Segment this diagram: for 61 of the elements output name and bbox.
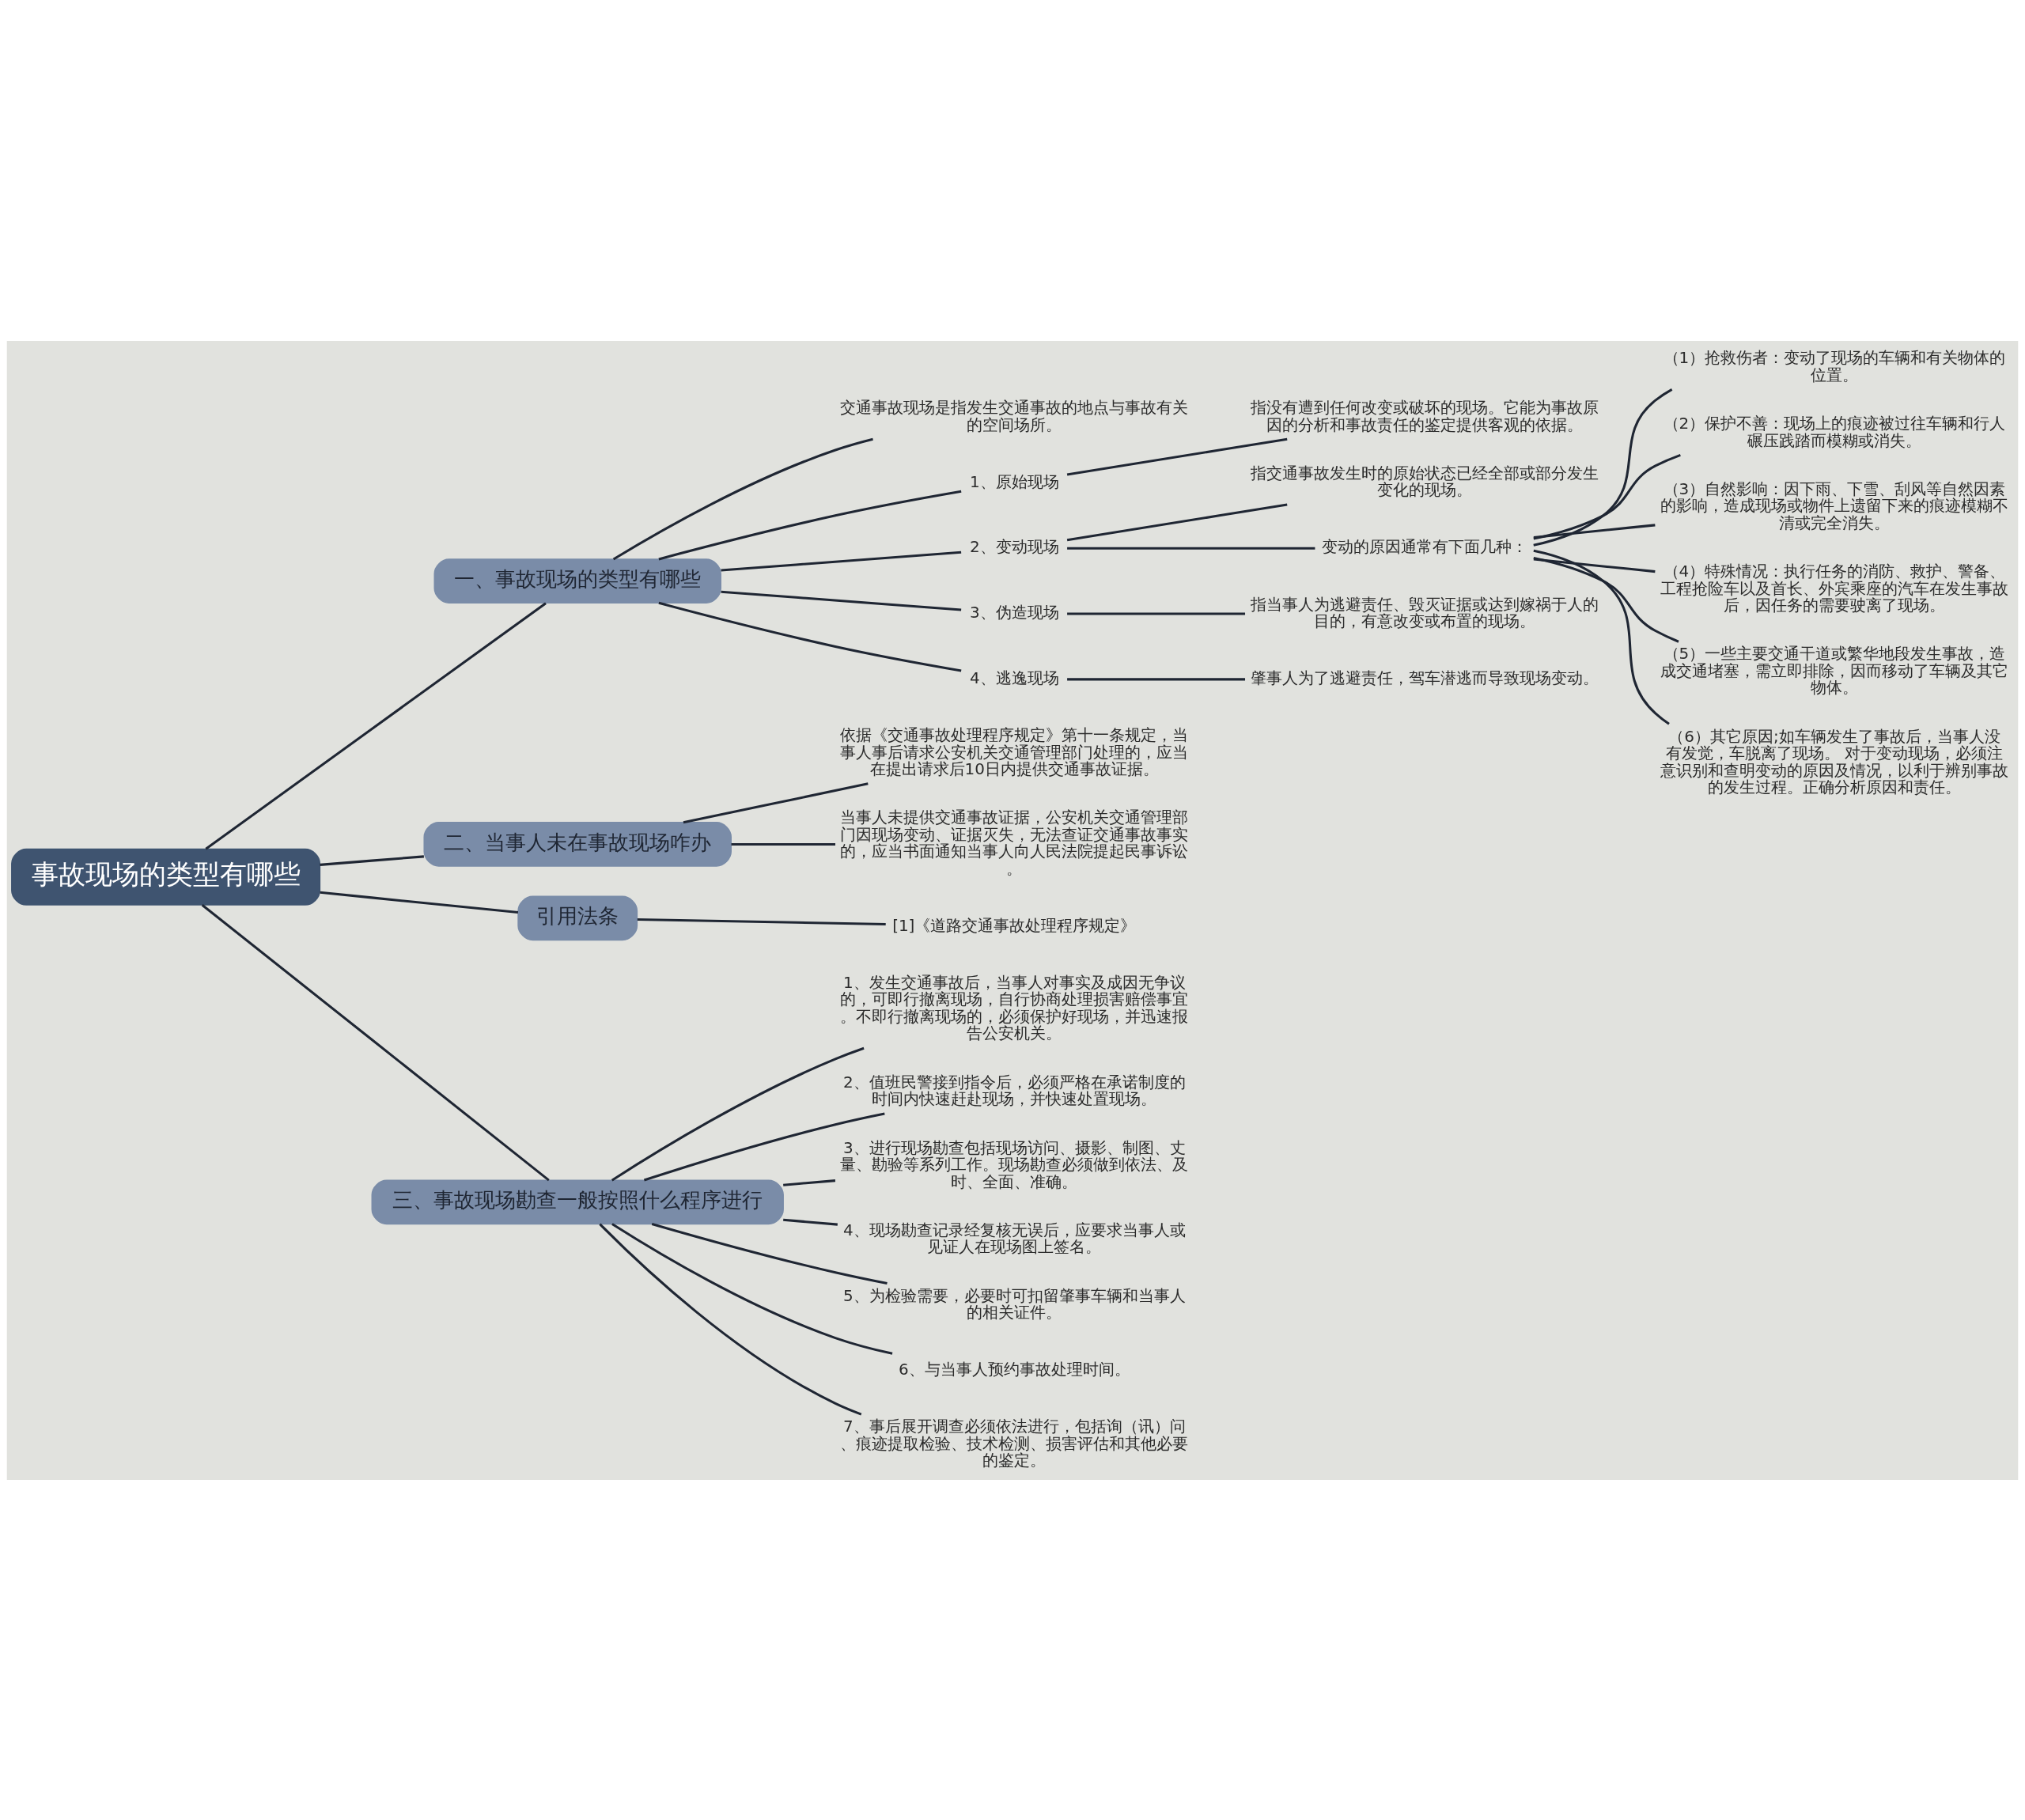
connector: [658, 490, 962, 560]
connector: [1533, 453, 1681, 540]
node-text: 肇事人为了逃避责任，驾车潜逃而导致现场变动。: [1250, 668, 1599, 687]
connector: [320, 854, 424, 866]
connector: [721, 551, 962, 572]
connector: [1066, 437, 1288, 475]
connector: [612, 437, 873, 560]
connector: [1067, 547, 1315, 550]
node-text: 2、值班民警接到指令后，必须严格在承诺制度的时间内快速赶赴现场，并快速处置现场。: [842, 1073, 1186, 1108]
node-text: （6）其它原因;如车辆发生了事故后，当事人没有发觉，车脱离了现场。 对于变动现场，必须注意识别和查明变动的原因及情况，以利于辨别事故的发生过程。正确分析原因和责任。: [1660, 727, 2008, 796]
node-text: 2、变动现场: [969, 537, 1059, 556]
node-text: 依据《交通事故处理程序规定》第十一条规定，当事人事后请求公安机关交通管理部门处理的，应当在提出请求后10日内提供交通事故证据。: [840, 725, 1189, 778]
node-text: 6、与当事人预约事故处理时间。: [898, 1360, 1130, 1379]
node-text: （3）自然影响：因下雨、下雪、刮风等自然因素的影响，造成现场或物件上遗留下来的痕迹模糊不清或完全消失。: [1660, 479, 2008, 532]
connector: [1533, 523, 1656, 539]
node-box: 一、事故现场的类型有哪些: [433, 558, 721, 604]
connector: [1533, 558, 1656, 573]
connector: [611, 1222, 893, 1355]
node-box: 事故现场的类型有哪些: [11, 848, 321, 906]
connector: [683, 781, 869, 823]
node-text: （5）一些主要交通干道或繁华地段发生事故，造成交通堵塞，需立即排除，因而移动了车辆及其它物体。: [1660, 644, 2008, 697]
connector: [1533, 556, 1679, 643]
node-text: 3、进行现场勘查包括现场访问、摄影、制图、丈量、勘验等系列工作。现场勘查必须做到依法、及时、全面、准确。: [840, 1138, 1189, 1190]
connector: [201, 903, 550, 1181]
connector: [731, 842, 835, 846]
node-text: 4、现场勘查记录经复核无误后，应要求当事人或见证人在现场图上签名。: [842, 1220, 1186, 1256]
node-box: 二、当事人未在事故现场咋办: [423, 821, 732, 867]
node-text: 1、原始现场: [969, 472, 1059, 491]
node-text: 交通事故现场是指发生交通事故的地点与事故有关的空间场所。: [840, 398, 1189, 434]
node-text: 5、为检验需要，必要时可扣留肇事车辆和当事人的相关证件。: [842, 1286, 1186, 1322]
connector: [205, 601, 547, 850]
connector: [783, 1179, 836, 1186]
connector: [651, 1222, 888, 1285]
connector: [1067, 612, 1246, 615]
connector: [599, 1223, 862, 1415]
connector: [721, 590, 962, 611]
node-text: 指交通事故发生时的原始状态已经全部或部分发生变化的现场。: [1250, 464, 1599, 499]
node-box: 三、事故现场勘查一般按照什么程序进行: [371, 1179, 784, 1224]
node-box: 引用法条: [517, 895, 638, 940]
node-text: 指当事人为逃避责任、毁灭证据或达到嫁祸于人的目的，有意改变或布置的现场。: [1250, 595, 1599, 630]
connector: [783, 1218, 838, 1226]
node-text: 4、逃逸现场: [969, 668, 1059, 687]
connector: [1533, 388, 1673, 547]
connector: [643, 1111, 885, 1181]
connector: [1067, 677, 1246, 680]
node-text: 当事人未提供交通事故证据，公安机关交通管理部门因现场变动、证据灭失，无法查证交通事故事实的，应当书面通知当事人向人民法院提起民事诉讼。: [840, 808, 1189, 878]
node-text: 7、事后展开调查必须依法进行，包括询（讯）问、痕迹提取检验、技术检测、损害评估和其他必要的鉴定。: [840, 1417, 1189, 1470]
connector: [1533, 549, 1670, 725]
node-text: （2）保护不善：现场上的痕迹被过往车辆和行人碾压践踏而模糊或消失。: [1663, 414, 2006, 449]
connector: [611, 1046, 865, 1181]
connector: [658, 601, 962, 672]
connector: [637, 918, 886, 925]
node-text: 变动的原因通常有下面几种：: [1321, 537, 1527, 556]
connector: [320, 891, 519, 914]
node-text: （4）特殊情况：执行任务的消防、救护、警备、工程抢险车以及首长、外宾乘座的汽车在发生事故后，因任务的需要驶离了现场。: [1660, 562, 2008, 615]
node-text: 1、发生交通事故后，当事人对事实及成因无争议的，可即行撤离现场，自行协商处理损害赔偿事宜。不即行撤离现场的，必须保护好现场，并迅速报告公安机关。: [840, 973, 1189, 1042]
node-text: [1]《道路交通事故处理程序规定》: [892, 916, 1137, 935]
node-text: （1）抢救伤者：变动了现场的车辆和有关物体的位置。: [1663, 348, 2006, 384]
node-text: 3、伪造现场: [969, 603, 1059, 622]
node-text: 指没有遭到任何改变或破坏的现场。它能为事故原因的分析和事故责任的鉴定提供客观的依据。: [1250, 398, 1599, 434]
connector: [1066, 503, 1288, 541]
